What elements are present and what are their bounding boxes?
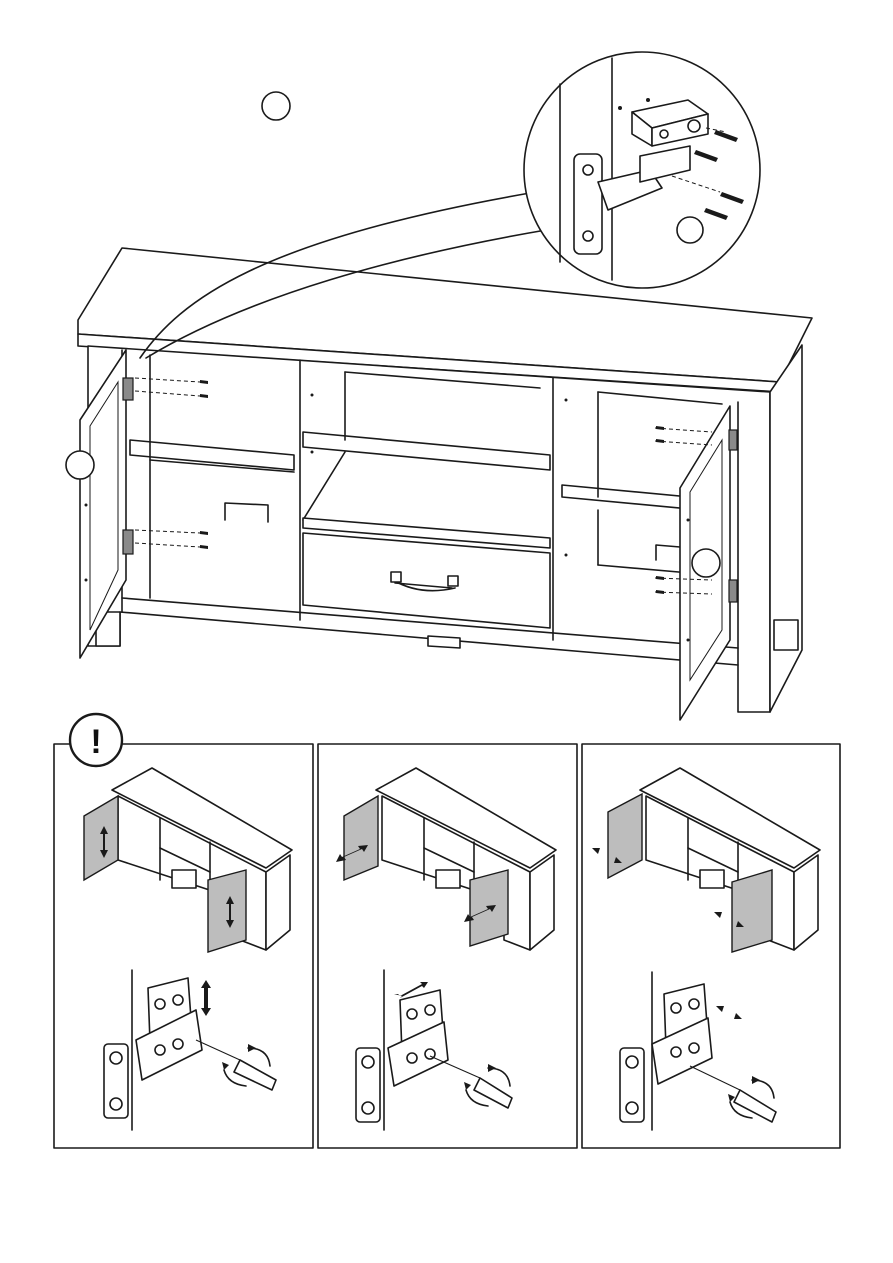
- tv-cabinet-drawing: [78, 248, 812, 720]
- callout-badge-hinge: [677, 217, 703, 243]
- hinge-detail-callout: [524, 52, 760, 288]
- svg-text:!: !: [90, 723, 101, 761]
- callout-badge-left-door: [66, 451, 94, 479]
- callout-badge-top: [262, 92, 290, 120]
- callout-badge-right-door: [692, 549, 720, 577]
- warning-exclamation-icon: !: [70, 714, 122, 766]
